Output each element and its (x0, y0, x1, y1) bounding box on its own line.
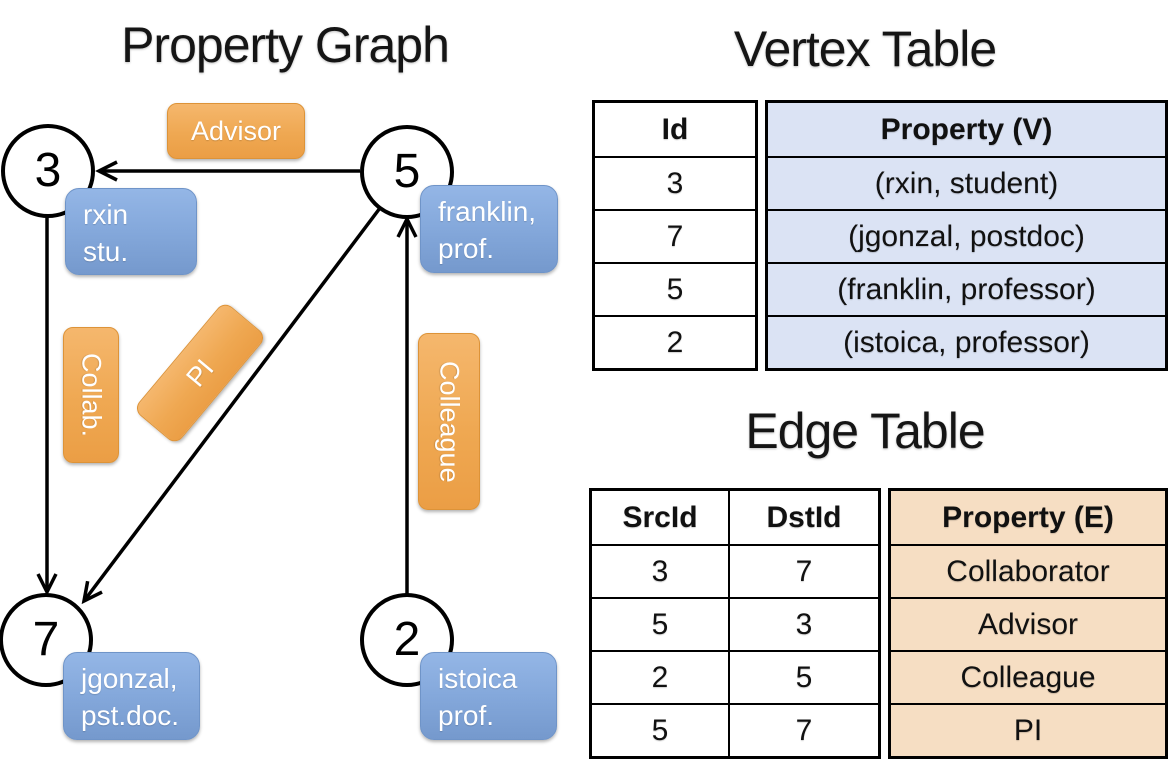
edge-table-property-column: Property (E) Collaborator Advisor Collea… (888, 488, 1168, 759)
vertex-property-header: Property (V) (880, 112, 1053, 146)
vertex-id-header: Id (661, 112, 689, 146)
edge-dst-cell: 5 (728, 650, 878, 703)
edge-src-cell: 5 (592, 597, 728, 650)
vertex-prop-box-jgonzal: jgonzal, pst.doc. (63, 652, 200, 740)
node-7-label: 7 (32, 613, 60, 666)
edge-src-cell: 5 (592, 703, 728, 756)
edge-table-id-columns: SrcId DstId 3 7 5 3 2 5 5 7 (589, 488, 881, 759)
edge-property-cell: Collaborator (891, 544, 1165, 597)
edge-label-advisor: Advisor (167, 103, 305, 159)
vertex-id-cell: 7 (595, 209, 755, 262)
vertex-prop-box-franklin: franklin, prof. (420, 185, 558, 273)
vertex-property-cell: (istoica, professor) (768, 315, 1165, 368)
vertex-id-cell: 5 (595, 262, 755, 315)
vertex-property-cell: (franklin, professor) (768, 262, 1165, 315)
edge-table-title: Edge Table (745, 403, 985, 459)
vertex-table-id-column: Id 3 7 5 2 (592, 100, 758, 371)
vertex-table-property-column: Property (V) (rxin, student) (jgonzal, p… (765, 100, 1168, 371)
vertex-property-cell: (rxin, student) (768, 156, 1165, 209)
graph-title: Property Graph (121, 17, 450, 73)
edge-srcid-header: SrcId (622, 500, 698, 534)
vertex-prop-box-istoica: istoica prof. (420, 652, 557, 740)
edge-dst-cell: 3 (728, 597, 878, 650)
vertex-id-cell: 3 (595, 156, 755, 209)
edge-property-cell: Colleague (891, 650, 1165, 703)
edge-src-cell: 2 (592, 650, 728, 703)
vertex-id-cell: 2 (595, 315, 755, 368)
vertex-property-cell: (jgonzal, postdoc) (768, 209, 1165, 262)
node-2-label: 2 (393, 613, 421, 666)
node-5-label: 5 (393, 145, 421, 198)
edge-property-header: Property (E) (942, 500, 1114, 534)
edge-property-cell: Advisor (891, 597, 1165, 650)
vertex-table-title: Vertex Table (733, 21, 997, 77)
edge-label-colleague: Colleague (418, 333, 480, 510)
edge-property-cell: PI (891, 703, 1165, 756)
edge-label-collab: Collab. (63, 327, 119, 463)
edge-dst-cell: 7 (728, 703, 878, 756)
edge-dstid-header: DstId (728, 491, 878, 544)
edge-dst-cell: 7 (728, 544, 878, 597)
edge-src-cell: 3 (592, 544, 728, 597)
edge-5-to-7-arrow (81, 206, 382, 605)
node-3-label: 3 (34, 144, 62, 197)
vertex-prop-box-rxin: rxin stu. (65, 188, 197, 275)
